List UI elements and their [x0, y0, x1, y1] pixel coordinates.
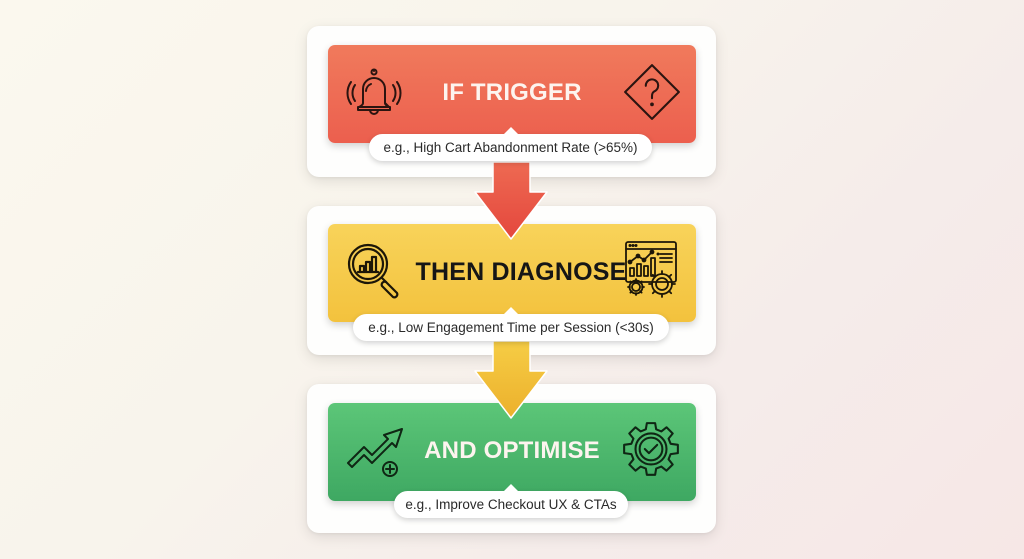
- trigger-example-pill: e.g., High Cart Abandonment Rate (>65%): [369, 127, 652, 161]
- diagnose-card: THEN DIAGNOSE: [307, 206, 716, 355]
- optimise-title: AND OPTIMISE: [424, 437, 600, 464]
- optimise-card: AND OPTIMISE e.g., Improve Checkout UX &…: [307, 384, 716, 533]
- trend-up-plus-icon: [346, 425, 406, 477]
- gear-check-icon: [620, 419, 682, 481]
- dashboard-gears-icon: [620, 238, 680, 300]
- diagnose-example-pill: e.g., Low Engagement Time per Session (<…: [353, 307, 669, 341]
- arrow-trigger-to-diagnose: [474, 161, 548, 240]
- optimise-example-pill: e.g., Improve Checkout UX & CTAs: [394, 484, 628, 518]
- trigger-title: IF TRIGGER: [442, 79, 582, 106]
- diagnose-title: THEN DIAGNOSE: [415, 258, 627, 286]
- magnifier-bar-chart-icon: [344, 240, 404, 300]
- arrow-diagnose-to-optimise: [474, 340, 548, 419]
- warning-diamond-question-icon: [621, 61, 683, 123]
- diagnose-stage: THEN DIAGNOSE: [328, 224, 696, 322]
- trigger-stage: IF TRIGGER: [328, 45, 696, 143]
- trigger-card: IF TRIGGER e.g., High Cart Abandonment R…: [307, 26, 716, 177]
- bell-alert-icon: [344, 63, 404, 123]
